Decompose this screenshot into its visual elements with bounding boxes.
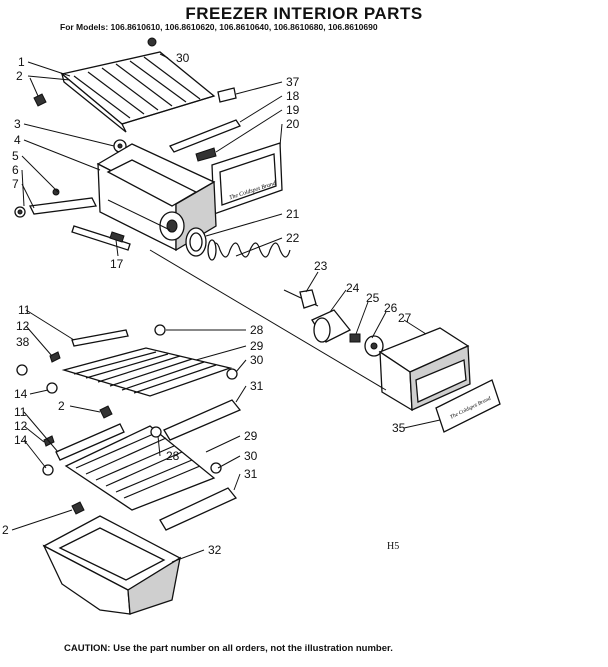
wire-shelf-upper — [46, 324, 238, 397]
callout-2: 2 — [16, 69, 23, 83]
callout-19: 19 — [286, 103, 300, 117]
clip-2-middle — [99, 405, 113, 419]
callout-28: 28 — [250, 323, 264, 337]
callout-2b: 2 — [58, 399, 65, 413]
pin-17 — [109, 231, 125, 243]
shelf-rod — [169, 119, 241, 153]
callout-11b: 11 — [14, 405, 27, 419]
callout-30b: 30 — [250, 353, 264, 367]
auger-spring-22 — [207, 239, 291, 261]
shelf-cover-upper — [163, 399, 242, 441]
wire-shelf-lower — [42, 425, 222, 511]
callout-numbers: 1 2 30 37 18 19 20 3 4 5 6 7 21 22 17 23… — [2, 51, 412, 557]
callout-35: 35 — [392, 421, 406, 435]
ring-21 — [185, 227, 207, 257]
screw-30-top — [147, 37, 157, 47]
callout-30c: 30 — [244, 449, 258, 463]
ice-pan-housing — [96, 143, 217, 252]
callout-38: 38 — [16, 335, 30, 349]
callout-31: 31 — [250, 379, 264, 393]
callout-18: 18 — [286, 89, 300, 103]
callout-5: 5 — [12, 149, 19, 163]
callout-1: 1 — [18, 55, 25, 69]
clip-2-lower — [71, 501, 85, 515]
page-title: FREEZER INTERIOR PARTS — [185, 4, 423, 23]
callout-14: 14 — [14, 387, 28, 401]
callout-24: 24 — [346, 281, 360, 295]
callout-11: 11 — [18, 303, 31, 317]
callout-25: 25 — [366, 291, 380, 305]
screw-2-top — [33, 93, 47, 107]
callout-6: 6 — [12, 163, 19, 177]
callout-37: 37 — [286, 75, 300, 89]
callout-27: 27 — [398, 311, 412, 325]
callout-2c: 2 — [2, 523, 9, 537]
callout-21: 21 — [286, 207, 300, 221]
callout-29b: 29 — [244, 429, 258, 443]
callout-17: 17 — [110, 257, 124, 271]
callout-29: 29 — [250, 339, 264, 353]
shelf-rail-upper — [16, 329, 129, 376]
trim-35: The Coldspot Brand — [435, 379, 501, 433]
leader-lines — [11, 53, 441, 563]
clip-37 — [217, 87, 237, 103]
callout-20: 20 — [286, 117, 300, 131]
storage-bin-32 — [42, 515, 182, 615]
front-panel-20: The Coldspot Brand — [211, 142, 283, 215]
callout-3: 3 — [14, 117, 21, 131]
callout-23: 23 — [314, 259, 328, 273]
callout-28b: 28 — [166, 449, 180, 463]
bearing-26 — [364, 335, 384, 357]
model-list: For Models: 106.8610610, 106.8610620, 10… — [60, 22, 378, 32]
caution-note: CAUTION: Use the part number on all orde… — [64, 643, 393, 654]
shelf-cover-lower — [159, 487, 238, 531]
diagram-code: H5 — [387, 541, 400, 552]
motor-24 — [311, 309, 352, 343]
callout-12: 12 — [16, 319, 30, 333]
shelf-rail-lower — [43, 423, 125, 461]
callout-12b: 12 — [14, 419, 28, 433]
ice-bucket-27 — [378, 327, 471, 412]
callout-14b: 14 — [14, 433, 28, 447]
callout-30: 30 — [176, 51, 190, 65]
drive-23 — [283, 289, 319, 309]
nut-25 — [349, 333, 361, 343]
callout-4: 4 — [14, 133, 21, 147]
callout-26: 26 — [384, 301, 398, 315]
callout-31b: 31 — [244, 467, 258, 481]
top-shelf — [60, 51, 216, 133]
callout-7: 7 — [12, 177, 19, 191]
callout-32: 32 — [208, 543, 222, 557]
callout-22: 22 — [286, 231, 300, 245]
rod-bracket — [195, 147, 217, 162]
